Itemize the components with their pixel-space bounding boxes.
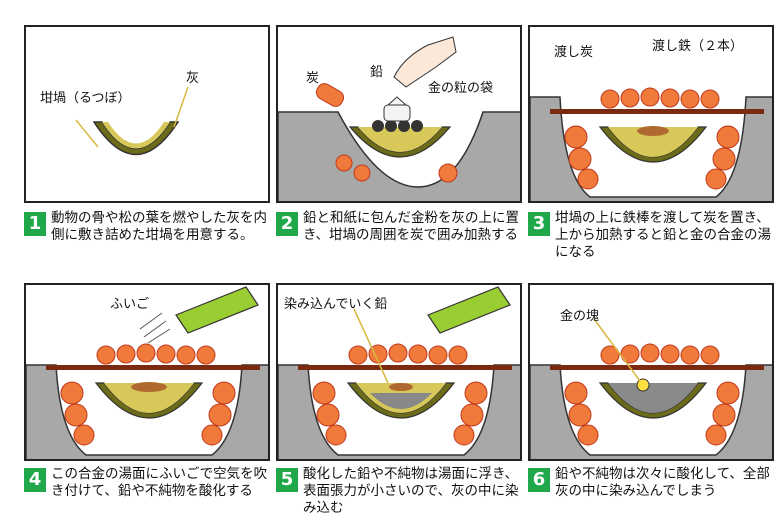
air-flow-icon [139,312,171,344]
step-text: 坩堝の上に鉄棒を渡して炭を置き、上から加熱すると鉛と金の合金の湯になる [555,210,771,260]
label-crucible: 坩堝（るつぼ） [40,91,131,106]
top-charcoal [600,343,720,365]
label-ash: 灰 [186,71,200,86]
top-charcoal [600,87,720,109]
bellows-tube-icon [427,286,511,334]
step-text: 動物の骨や松の葉を燃やした灰を内側に敷き詰めた坩堝を用意する。 [51,210,267,243]
gold-lump-icon [636,378,650,392]
label-bellows: ふいご [110,297,150,312]
top-charcoal [348,343,468,365]
oxidation-illustration [278,286,520,459]
panel-1: 坩堝（るつぼ） 灰 [24,25,270,203]
crucible-illustration [75,86,189,156]
step-text: この合金の湯面にふいごで空気を吹き付けて、鉛や不純物を酸化する [51,466,268,499]
panel-5: 染み込んでいく鉛 [276,283,522,461]
side-charcoal [312,381,488,446]
bellows-illustration [26,286,268,459]
charcoal-pieces [315,83,458,183]
step-number: 4 [24,468,46,492]
step-text: 鉛や不純物は次々に酸化して、全部灰の中に染み込んでしまう [555,466,770,499]
step-5: 5 酸化した鉛や不純物は湯面に浮き、表面張力が小さいので、灰の中に染み込む [276,466,526,524]
side-charcoal [564,381,740,446]
label-gold-bag: 金の粒の袋 [428,81,494,96]
step-3: 3 坩堝の上に鉄棒を渡して炭を置き、上から加熱すると鉛と金の合金の湯になる [528,210,778,268]
side-charcoal [60,381,236,446]
step-4: 4 この合金の湯面にふいごで空気を吹き付けて、鉛や不純物を酸化する [24,466,274,524]
label-charcoal: 炭 [306,71,320,86]
gold-lump-illustration [530,318,772,459]
step-number: 6 [528,468,550,492]
step-2: 2 鉛と和紙に包んだ金粉を灰の上に置き、坩堝の周囲を炭で囲み加熱する [276,210,526,268]
step-number: 1 [24,212,46,236]
label-gold-lump: 金の塊 [560,309,600,324]
side-charcoal [564,125,740,190]
label-lead: 鉛 [370,65,384,80]
heating-setup-illustration [278,36,520,201]
step-number: 5 [276,468,298,492]
label-bridge-iron: 渡し鉄（２本） [652,39,744,54]
step-number: 2 [276,212,298,236]
lead-pellets [372,120,423,132]
step-6: 6 鉛や不純物は次々に酸化して、全部灰の中に染み込んでしまう [528,466,778,524]
panel-2: 炭 鉛 金の粒の袋 [276,25,522,203]
hand-icon [393,36,457,88]
bridge-heating-illustration [530,87,772,201]
top-charcoal [96,343,216,365]
panel-6: 金の塊 [528,283,774,461]
step-number: 3 [528,212,550,236]
panel-4: ふいご [24,283,270,461]
step-1: 1 動物の骨や松の葉を燃やした灰を内側に敷き詰めた坩堝を用意する。 [24,210,274,268]
label-bridge-charcoal: 渡し炭 [554,45,594,60]
label-soaking-lead: 染み込んでいく鉛 [284,297,388,312]
step-text: 酸化した鉛や不純物は湯面に浮き、表面張力が小さいので、灰の中に染み込む [303,466,519,516]
bellows-tube-icon [175,286,259,334]
panel-3: 渡し炭 渡し鉄（２本） [528,25,774,203]
step-text: 鉛と和紙に包んだ金粉を灰の上に置き、坩堝の周囲を炭で囲み加熱する [303,210,519,243]
